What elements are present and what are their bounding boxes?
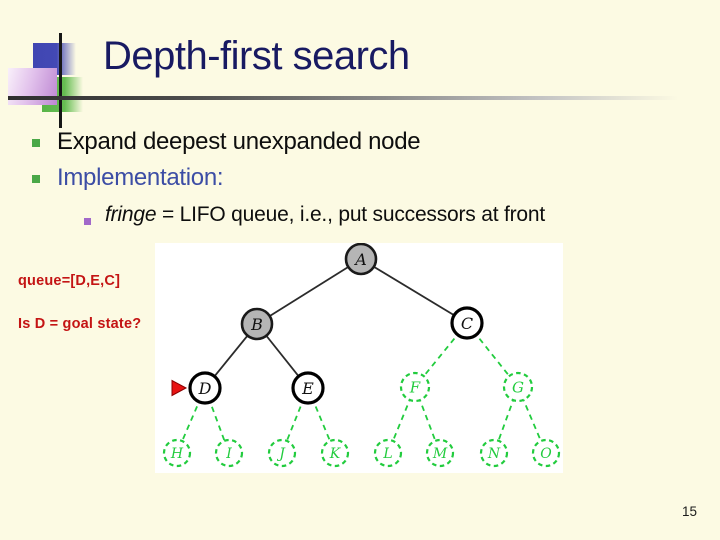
tree-node-G: G [502,371,534,403]
slide-title: Depth-first search [103,34,410,78]
svg-text:H: H [170,446,184,462]
sub-bullet-fringe: fringe = LIFO queue, i.e., put successor… [105,203,545,227]
tree-node-A: A [344,243,378,276]
tree-node-I: I [214,438,244,468]
title-underline [8,96,692,100]
tree-node-K: K [320,438,350,468]
fringe-italic-word: fringe [105,203,157,226]
tree-node-H: H [162,438,192,468]
current-node-arrow-icon [171,379,188,397]
svg-text:D: D [198,379,212,398]
bullet-square-icon [32,139,40,147]
svg-text:L: L [382,446,392,462]
svg-text:I: I [225,446,232,462]
search-tree-diagram: A B C D E F G H I J K L M N O [162,243,561,468]
svg-text:J: J [276,446,286,462]
svg-text:B: B [250,315,263,334]
svg-text:G: G [512,378,524,396]
tree-node-C: C [450,306,484,340]
page-number: 15 [682,504,698,519]
svg-text:K: K [329,446,342,462]
decor-vertical-line [59,33,62,128]
tree-node-B: B [240,307,274,341]
svg-text:M: M [432,446,448,462]
annotation-queue: queue=[D,E,C] [18,273,121,289]
bullet-expand: Expand deepest unexpanded node [57,128,421,155]
sub-bullet-square-icon [84,218,91,225]
tree-edge-A-C [360,258,468,324]
tree-node-O: O [531,438,561,468]
tree-node-L: L [373,438,403,468]
svg-text:C: C [461,314,473,333]
svg-text:O: O [540,446,552,462]
svg-text:F: F [409,378,421,396]
annotation-goal-question: Is D = goal state? [18,316,142,332]
bullet-square-icon [32,175,40,183]
svg-text:E: E [301,379,314,398]
search-tree-panel: A B C D E F G H I J K L M N O [155,243,563,473]
tree-edge-A-B [256,258,362,325]
svg-text:A: A [353,250,367,269]
tree-node-E: E [291,371,325,405]
tree-node-J: J [267,438,297,468]
tree-node-M: M [425,438,455,468]
tree-node-N: N [479,438,509,468]
bullet-implementation: Implementation: [57,164,224,191]
tree-node-F: F [399,371,431,403]
svg-text:N: N [487,446,501,462]
fringe-rest-text: = LIFO queue, i.e., put successors at fr… [156,203,545,226]
tree-node-D: D [188,371,222,405]
